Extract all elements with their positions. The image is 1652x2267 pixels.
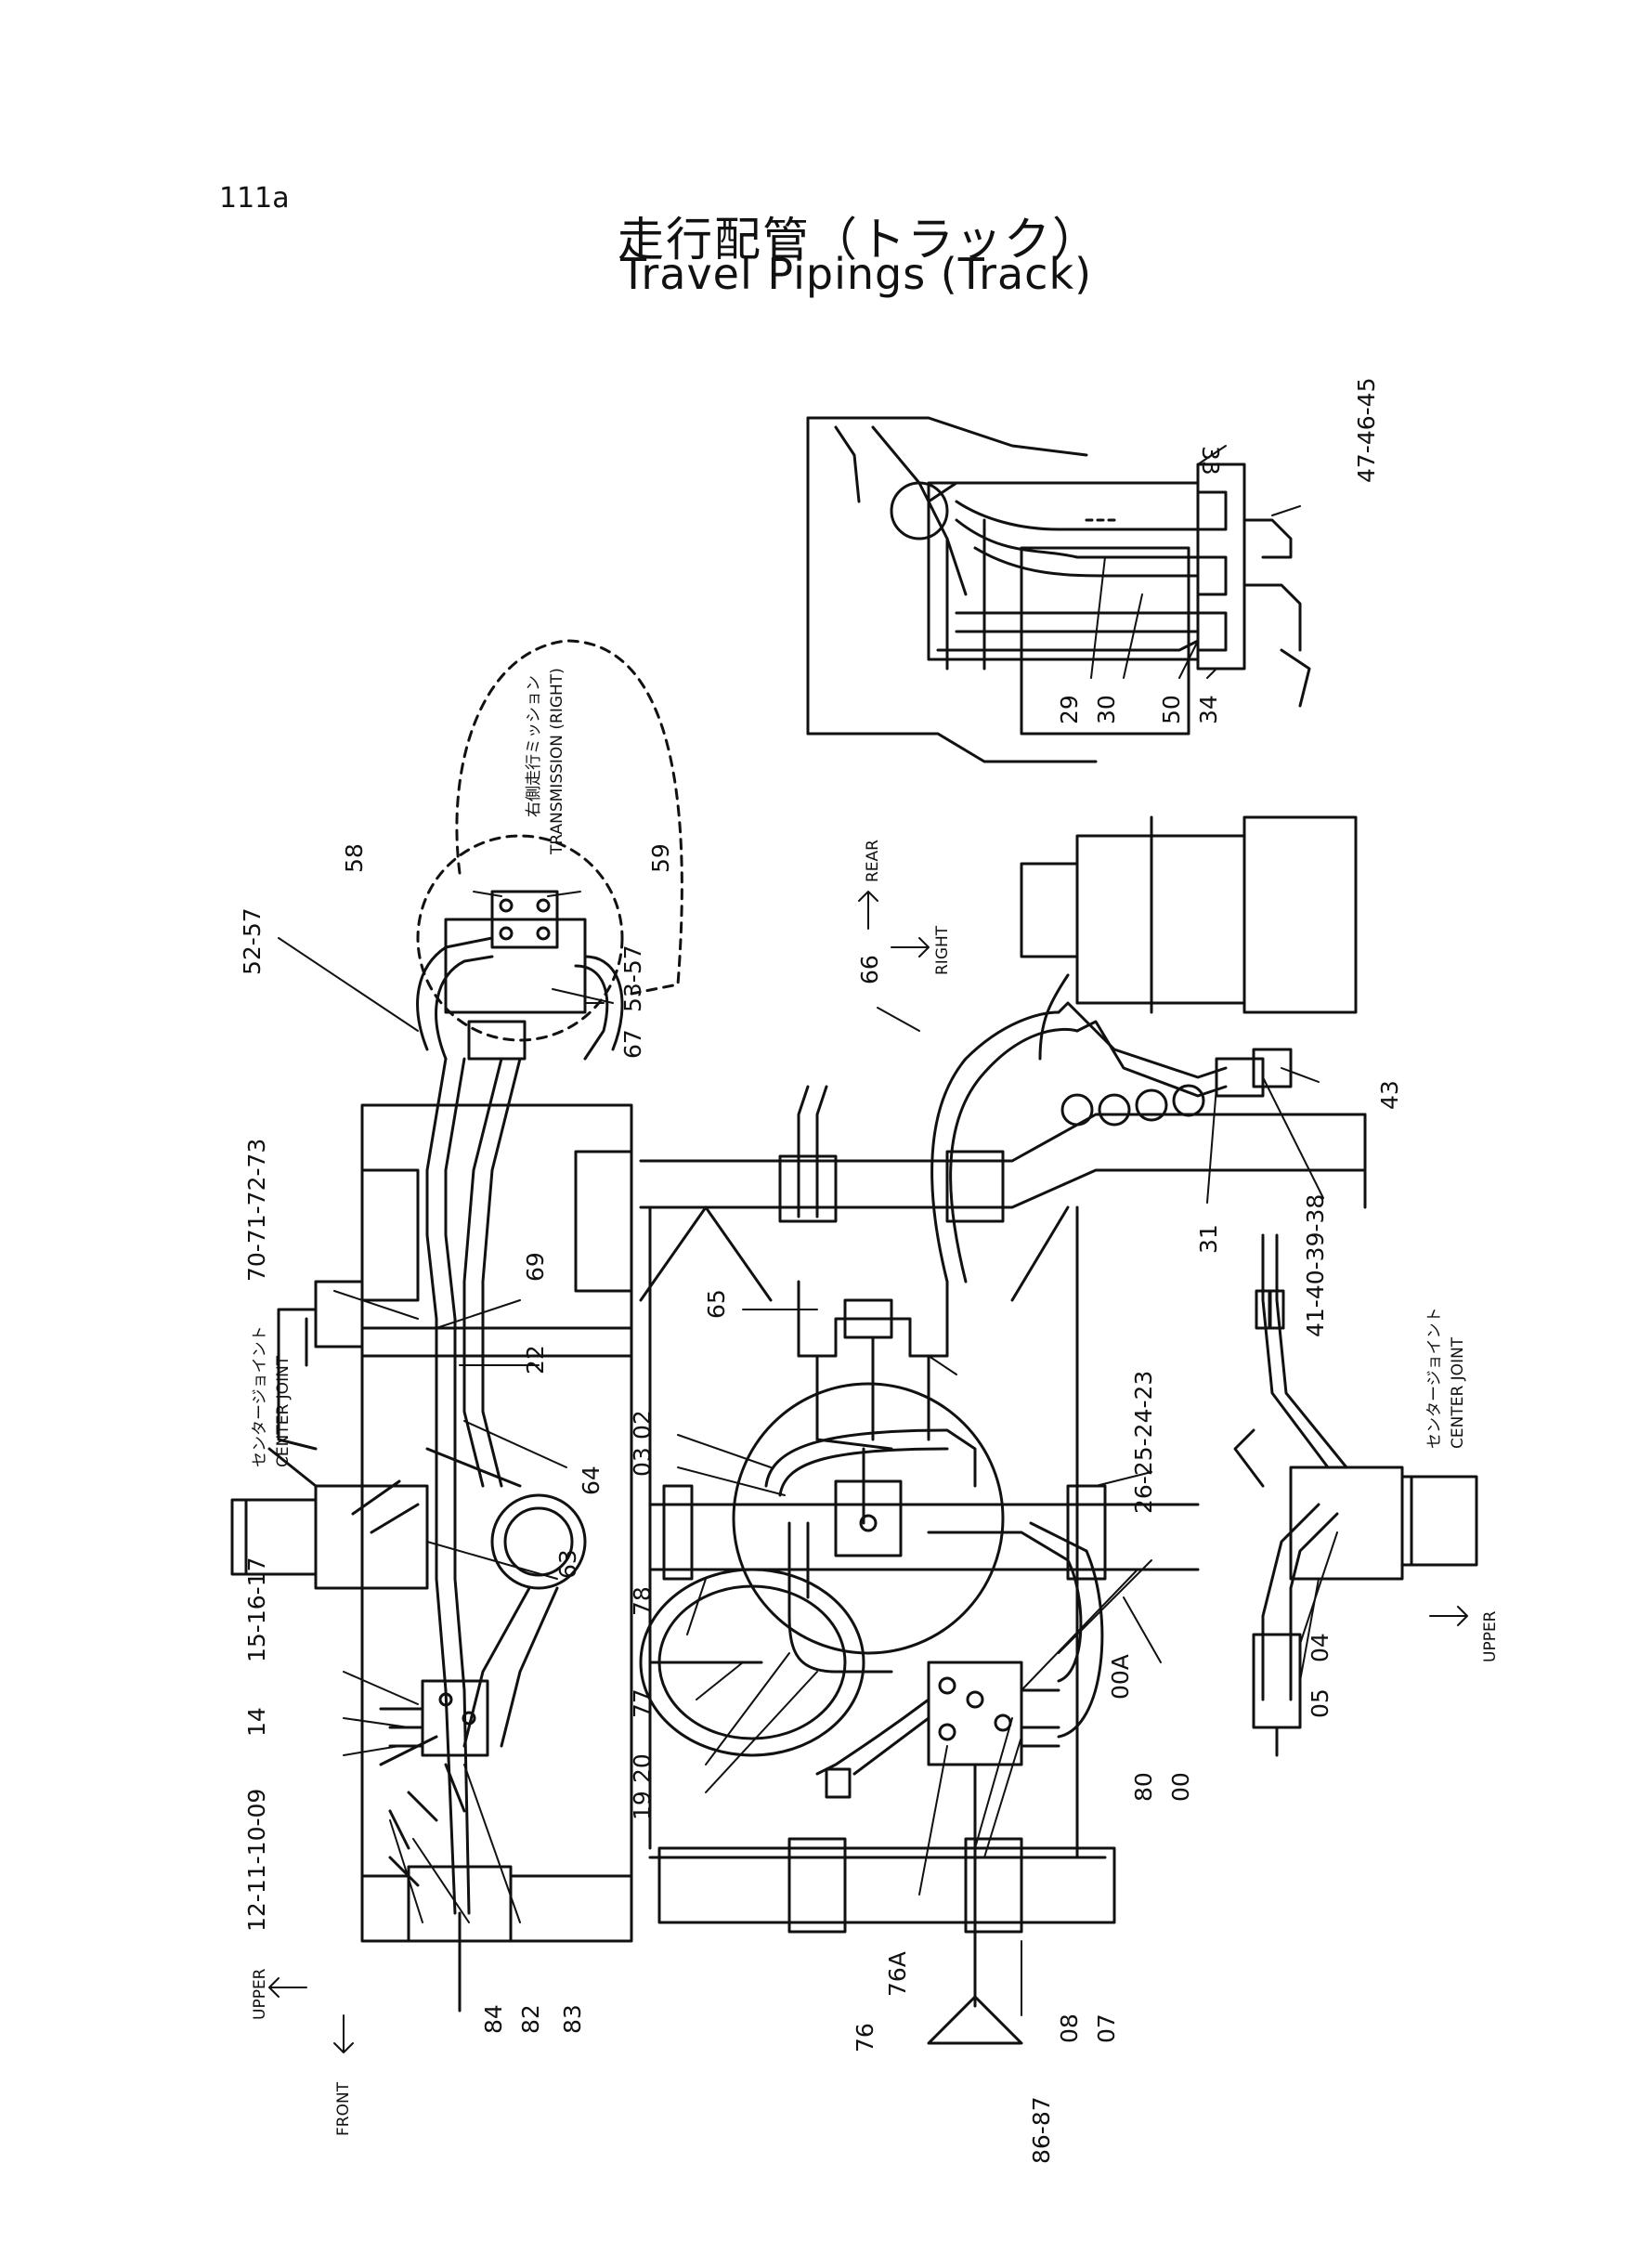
callout-58: 58 — [341, 843, 368, 873]
callout-19: 19 — [629, 1791, 656, 1820]
direction-upper-label-right: UPPER — [1481, 1610, 1500, 1662]
callout-80: 80 — [1130, 1772, 1157, 1802]
callout-30: 30 — [1093, 695, 1120, 724]
callout-67: 67 — [619, 1029, 646, 1059]
callout-50: 50 — [1158, 695, 1185, 724]
callout-31: 31 — [1195, 1224, 1222, 1254]
callout-65: 65 — [703, 1289, 730, 1319]
title-english: Travel Pipings (Track) — [620, 249, 1093, 299]
callout-12-11-10-09: 12-11-10-09 — [243, 1789, 270, 1932]
transmission-label-en: TRANSMISSION (RIGHT) — [548, 668, 566, 855]
callout-22: 22 — [522, 1345, 549, 1375]
callout-07: 07 — [1093, 2013, 1120, 2043]
callout-52-57: 52-57 — [239, 907, 266, 975]
callout-78: 78 — [629, 1586, 656, 1616]
callout-29: 29 — [1056, 695, 1083, 724]
callout-86-87: 86-87 — [1028, 2096, 1055, 2164]
callout-83: 83 — [559, 2004, 586, 2034]
callout-76: 76 — [852, 2023, 878, 2052]
callout-47-46-45: 47-46-45 — [1353, 378, 1380, 483]
direction-upper-label-left: UPPER — [251, 1968, 269, 2020]
callout-41-40-39-38: 41-40-39-38 — [1302, 1194, 1329, 1337]
center-joint-label-en-left: CENTER JOINT — [274, 1355, 293, 1467]
callout-34: 34 — [1195, 695, 1222, 724]
callout-00: 00 — [1167, 1772, 1194, 1802]
callout-66: 66 — [856, 955, 883, 984]
direction-front-label: FRONT — [334, 2081, 353, 2136]
callout-82: 82 — [517, 2004, 544, 2034]
detail-view-upper-right — [806, 416, 1311, 763]
direction-rear-label: REAR — [864, 840, 882, 882]
callout-26-25-24-23: 26-25-24-23 — [1130, 1371, 1157, 1514]
main-view-center — [639, 815, 1478, 2045]
callout-64: 64 — [578, 1466, 605, 1495]
callout-77: 77 — [629, 1688, 656, 1718]
callout-69: 69 — [522, 1252, 549, 1282]
transmission-label-jp: 右側走行ミッション — [525, 675, 543, 817]
callout-20: 20 — [629, 1753, 656, 1783]
page-number: 111a — [219, 182, 290, 215]
callout-05: 05 — [1307, 1688, 1333, 1718]
center-joint-label-en-right: CENTER JOINT — [1449, 1336, 1467, 1449]
callout-02: 02 — [629, 1410, 656, 1440]
callout-03: 03 — [629, 1447, 656, 1477]
callout-14: 14 — [243, 1707, 270, 1737]
callout-43: 43 — [1376, 1080, 1403, 1110]
center-joint-label-jp-left: センタージョイント — [251, 1325, 269, 1467]
center-joint-label-jp-right: センタージョイント — [1425, 1307, 1444, 1449]
main-view-left — [230, 639, 683, 2013]
callout-00a: 00A — [1107, 1654, 1134, 1700]
callout-70-71-72-73: 70-71-72-73 — [243, 1139, 270, 1282]
callout-15-16-17: 15-16-17 — [243, 1557, 270, 1662]
callout-04: 04 — [1307, 1633, 1333, 1662]
callout-53-57: 53-57 — [619, 945, 646, 1012]
callout-33: 33 — [1197, 446, 1224, 476]
title-japanese: 走行配管（トラック） — [618, 213, 1100, 267]
callout-08: 08 — [1056, 2013, 1083, 2043]
direction-right-label: RIGHT — [933, 925, 952, 975]
callout-59: 59 — [647, 843, 674, 873]
callout-63: 63 — [554, 1549, 581, 1579]
callout-84: 84 — [480, 2004, 507, 2034]
callout-76a: 76A — [884, 1951, 911, 1997]
